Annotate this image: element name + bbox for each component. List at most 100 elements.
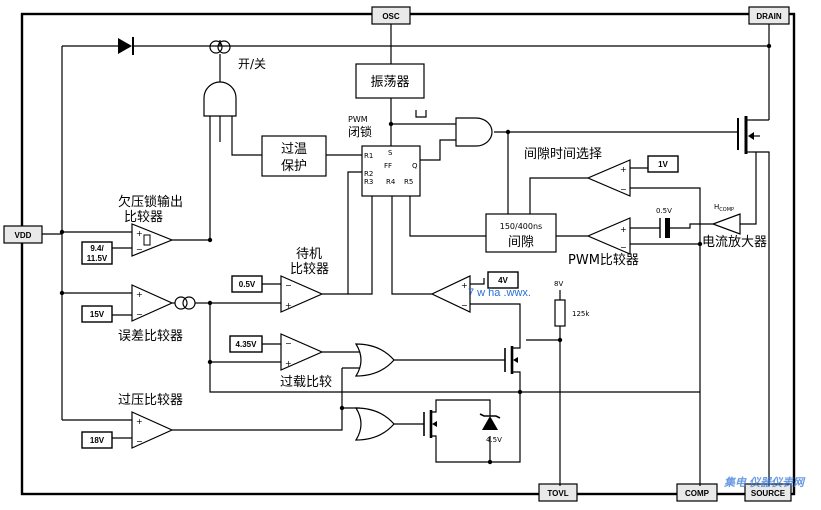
v435-label: 4.35V [236, 340, 258, 349]
overvoltage-comparator [131, 411, 174, 449]
gap-select-label: 间隙时间选择 [524, 147, 602, 162]
gap-plus: + [620, 165, 627, 174]
v435-box [229, 335, 263, 353]
current-amp [711, 213, 741, 235]
v45-label: 4.5V [486, 436, 502, 444]
gap-label-1: 150/400ns [500, 222, 542, 231]
uvlo-ref-2: 11.5V [87, 254, 108, 263]
pin-source: SOURCE [744, 483, 792, 502]
error-current-source-icon [174, 296, 196, 310]
zener-diode-icon [479, 408, 501, 430]
ff-r2: R2 [364, 170, 373, 178]
v18-box [81, 431, 113, 449]
ff-r3: R3 [364, 178, 373, 186]
overload-comparator [280, 333, 324, 371]
overtemp-label-1: 过温 [281, 142, 307, 157]
pwm-plus: + [620, 225, 627, 234]
and-gate-top [203, 81, 237, 117]
pin-drain: DRAIN [748, 6, 790, 25]
diode-icon [118, 37, 134, 55]
offset-source-icon [659, 218, 670, 238]
v4-box [487, 271, 519, 289]
uvlo-plus: + [136, 229, 143, 238]
v18-label: 18V [90, 436, 105, 445]
pwm-comp-label: PWM比较器 [568, 253, 639, 268]
and-gate-pwm [455, 117, 493, 147]
pwm-latch-label-1: PWM [348, 115, 368, 124]
pin-osc: OSC [371, 6, 411, 25]
uvlo-hysteresis-icon [143, 234, 151, 246]
overload-minus: − [285, 339, 292, 348]
oscillator-block [355, 63, 425, 99]
h-comp-label: HCOMP [714, 203, 734, 213]
r125k-label: 125k [572, 310, 590, 318]
ff-label: FF [384, 162, 392, 170]
overload-comp-label: 过载比较 [280, 375, 332, 390]
v05-label: 0.5V [239, 280, 256, 289]
on-off-label: 开/关 [238, 57, 266, 71]
uvlo-minus: − [136, 245, 143, 254]
resistor-125k-icon [554, 299, 566, 327]
v8-label: 8V [554, 280, 563, 288]
v4-plus: + [461, 281, 468, 290]
standby-label-1: 待机 [296, 247, 322, 262]
v4-minus: − [461, 301, 468, 310]
standby-comparator [280, 275, 324, 313]
pwm-latch-label-2: 闭锁 [348, 124, 372, 139]
mosfet-overvoltage-icon [423, 406, 437, 440]
junctions [59, 43, 772, 465]
power-mosfet-icon [737, 116, 760, 154]
v05-box [231, 275, 263, 293]
uvlo-comparator [131, 223, 174, 257]
ff-q: Q [412, 162, 418, 170]
overload-plus: + [285, 359, 292, 368]
error-comparator [131, 284, 174, 322]
pin-comp-label: COMP [685, 489, 710, 498]
pwm-comparator [586, 217, 631, 255]
ff-r1: R1 [364, 152, 373, 160]
pwm-minus: − [620, 243, 627, 252]
error-minus: − [136, 310, 143, 319]
watermark-corner: 集电 仪器仪表网 [723, 476, 806, 489]
v4-comparator [430, 275, 471, 313]
current-amp-label: 电流放大器 [702, 235, 767, 250]
standby-label-2: 比较器 [290, 262, 329, 277]
pin-source-label: SOURCE [751, 489, 786, 498]
uvlo-label-2: 比较器 [124, 210, 163, 225]
pin-vdd: VDD [3, 225, 43, 244]
or-gate-overvoltage [354, 407, 395, 441]
v15-box [81, 305, 113, 323]
ov-plus: + [136, 417, 143, 426]
pin-osc-label: OSC [382, 12, 400, 21]
v4-label: 4V [498, 276, 508, 285]
v15-label: 15V [90, 310, 105, 319]
pin-comp: COMP [676, 483, 718, 502]
uvlo-ref-1: 9.4/ [90, 244, 104, 253]
ff-r5: R5 [404, 178, 413, 186]
v1-box [647, 155, 679, 173]
gap-select-comparator [586, 159, 631, 197]
gap-block [485, 213, 557, 253]
or-gate-overload [354, 343, 395, 377]
standby-minus: − [285, 281, 292, 290]
error-comp-label: 误差比较器 [118, 329, 183, 344]
current-source-icon [209, 40, 231, 54]
overtemp-block [261, 135, 327, 177]
overtemp-label-2: 保护 [281, 159, 307, 174]
ff-r4: R4 [386, 178, 396, 186]
pin-tovl: TOVL [538, 483, 578, 502]
gap-minus: − [620, 185, 627, 194]
uvlo-ref-box [81, 241, 113, 265]
wiring [42, 24, 770, 486]
pin-tovl-label: TOVL [547, 489, 568, 498]
gap-label-2: 间隙 [508, 235, 534, 250]
watermark-overlay: 7 w ha .wwx. [468, 287, 531, 299]
ff-latch-block [361, 145, 421, 197]
ov-minus: − [136, 437, 143, 446]
ff-s: S [388, 149, 393, 157]
mosfet-overload-icon [504, 340, 521, 376]
uvlo-label-1: 欠压锁输出 [118, 194, 183, 210]
oscillator-label: 振荡器 [370, 75, 409, 90]
pin-vdd-label: VDD [15, 231, 32, 240]
